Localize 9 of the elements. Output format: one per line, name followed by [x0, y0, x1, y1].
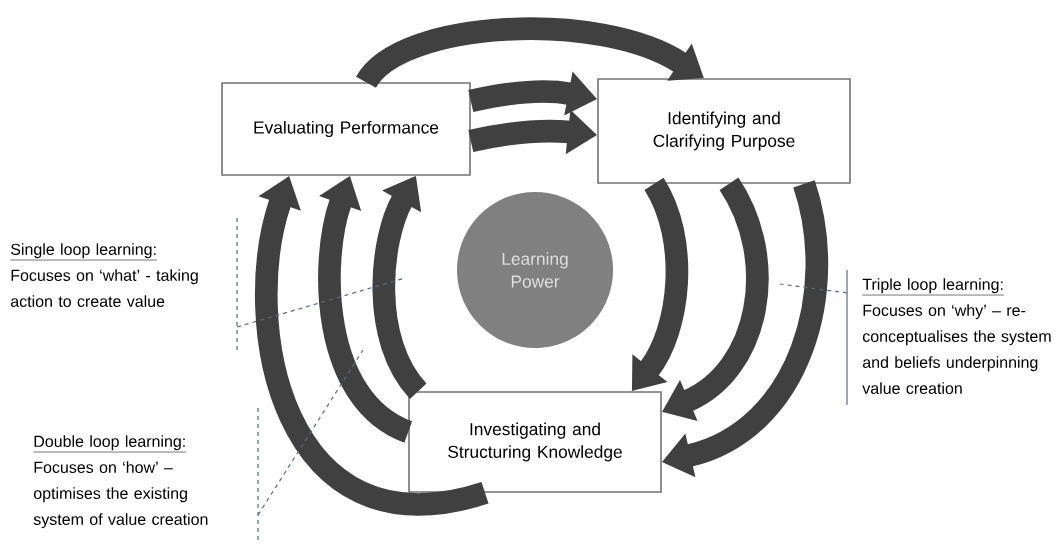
annotation-text: Single loop learning: Focuses on ‘what’ - taking action to create value	[10, 243, 198, 307]
leader-line	[779, 283, 848, 294]
process-box: Investigating and Structuring Knowledge	[408, 391, 662, 493]
annotation-text: Triple loop learning: Focuses on ‘why’ – re-conceptualises the system and beliefs underpinning value creation	[862, 278, 1051, 394]
process-box: Evaluating Performance	[221, 82, 471, 176]
leader-line	[236, 277, 406, 328]
annotation-text: Double loop learning: Focuses on ‘how’ – optimises the existing system of value creation	[33, 435, 208, 529]
process-box: Identifying and Clarifying Purpose	[597, 78, 851, 184]
leader-line	[257, 349, 364, 516]
